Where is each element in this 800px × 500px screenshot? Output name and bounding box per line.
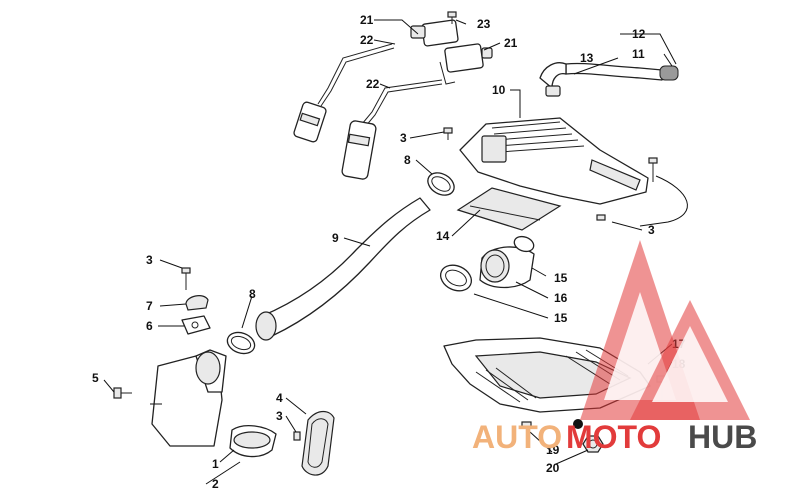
callout-3: 3 xyxy=(276,409,283,423)
airbox-cover xyxy=(459,117,649,205)
callout-20: 20 xyxy=(546,461,560,475)
callout-6: 6 xyxy=(146,319,153,333)
ignition-coil-upper xyxy=(410,19,493,85)
watermark-word-auto: AUTO xyxy=(472,419,562,455)
grommet xyxy=(573,419,583,429)
callout-1: 1 xyxy=(212,457,219,471)
callout-5: 5 xyxy=(92,371,99,385)
callout-12: 12 xyxy=(632,27,646,41)
automotohub-watermark-logo: AUTO MOTO HUB xyxy=(472,240,757,455)
callout-3: 3 xyxy=(648,223,655,237)
callout-21: 21 xyxy=(360,13,374,27)
callout-10: 10 xyxy=(492,83,506,97)
callout-13: 13 xyxy=(580,51,594,65)
intake-cover xyxy=(229,424,277,458)
callout-22: 22 xyxy=(360,33,374,47)
screw-3-top xyxy=(443,127,453,140)
intake-box xyxy=(151,349,227,447)
hose-clamp-lower xyxy=(226,331,256,355)
screw-19 xyxy=(521,421,532,440)
intake-duct xyxy=(255,197,431,341)
callout-14: 14 xyxy=(436,229,450,243)
spark-plug-wire-left xyxy=(293,43,395,143)
spark-plug-wire-right xyxy=(341,79,443,180)
callout-19: 19 xyxy=(546,443,560,457)
callout-8: 8 xyxy=(404,153,411,167)
screw-3-bottom xyxy=(293,431,301,441)
callout-2: 2 xyxy=(212,477,219,491)
watermark-word-moto: MOTO xyxy=(566,419,661,455)
watermark-word-hub: HUB xyxy=(688,419,757,455)
callout-9: 9 xyxy=(332,231,339,245)
callout-3: 3 xyxy=(146,253,153,267)
nut-20 xyxy=(582,435,604,453)
callout-15: 15 xyxy=(554,271,568,285)
gasket xyxy=(301,410,335,476)
callout-7: 7 xyxy=(146,299,153,313)
callout-16: 16 xyxy=(554,291,568,305)
screw-3-left xyxy=(181,267,191,290)
air-filter-element xyxy=(456,187,562,231)
callout-3: 3 xyxy=(400,131,407,145)
breather-hose xyxy=(539,62,679,97)
screw-3-right xyxy=(596,157,658,221)
screw-23 xyxy=(447,11,457,24)
callout-21: 21 xyxy=(504,36,518,50)
leader-lines xyxy=(103,19,688,485)
callout-4: 4 xyxy=(276,391,283,405)
callout-23: 23 xyxy=(477,17,491,31)
bracket-6 xyxy=(181,315,211,335)
callout-15: 15 xyxy=(554,311,568,325)
rubber-coupler xyxy=(479,246,535,289)
callout-22: 22 xyxy=(366,77,380,91)
cap-7 xyxy=(185,295,209,311)
callout-11: 11 xyxy=(632,47,645,61)
coupler-clamp-left xyxy=(439,264,473,292)
hose-clamp-upper xyxy=(427,172,455,196)
callout-8: 8 xyxy=(249,287,256,301)
coupler-clamp-right xyxy=(513,235,535,253)
screw-5 xyxy=(113,387,132,399)
